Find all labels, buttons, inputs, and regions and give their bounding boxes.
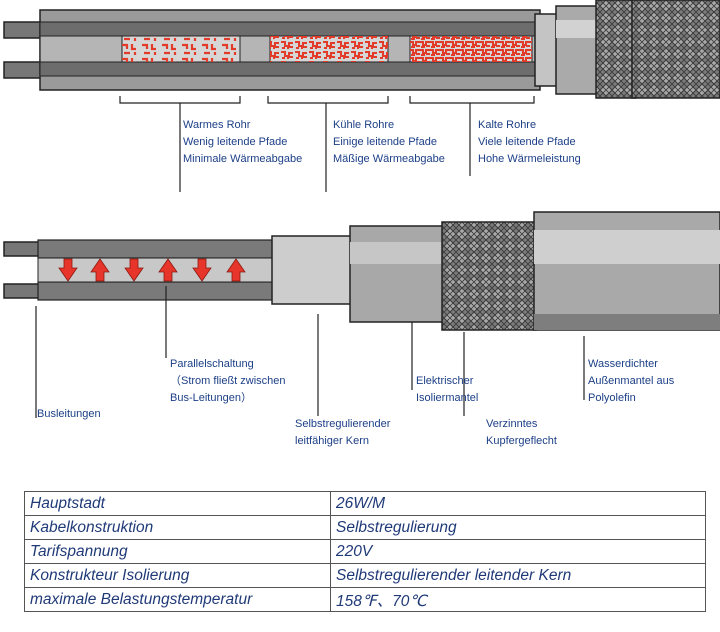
spec-label: Hauptstadt <box>24 491 331 516</box>
top-outer-layer-1 <box>534 13 560 87</box>
label-conductive-core-line-1: Selbstregulierender <box>295 418 391 430</box>
label-conductive-core: Selbstregulierender leitfähiger Kern <box>295 416 390 450</box>
arrow-up-icon <box>90 258 110 282</box>
self-regulating-core <box>271 235 353 305</box>
label-copper-braid: Verzinntes Kupfergeflecht <box>486 416 557 450</box>
label-outer-sheath: Wasserdichter Außenmantel aus Polyolefin <box>588 356 674 407</box>
label-cold-pipe-line-2: Viele leitende Pfade <box>478 136 576 148</box>
top-braid <box>595 0 637 99</box>
label-outer-sheath-line-3: Polyolefin <box>588 392 636 404</box>
label-warm-pipe-line-1: Warmes Rohr <box>183 119 251 131</box>
label-cold-pipe-line-3: Hohe Wärmeleistung <box>478 153 581 165</box>
label-cool-pipe-line-2: Einige leitende Pfade <box>333 136 437 148</box>
label-insulation-jacket-line-1: Elektrischer <box>416 375 474 387</box>
spec-value: 26W/M <box>330 491 706 516</box>
label-cold-pipe-line-1: Kalte Rohre <box>478 119 537 131</box>
top-brackets <box>119 96 535 192</box>
label-cool-pipe-line-3: Mäßige Wärmeabgabe <box>333 153 445 165</box>
bottom-cable <box>3 211 720 331</box>
spec-row: maximale Belastungstemperatur 158℉、70℃ <box>24 587 706 612</box>
spec-value: Selbstregulierung <box>330 515 706 540</box>
label-outer-sheath-line-1: Wasserdichter <box>588 358 658 370</box>
bus-wire-ends-bottom <box>3 241 45 299</box>
spec-row: Kabelkonstruktion Selbstregulierung <box>24 515 706 540</box>
spec-label: maximale Belastungstemperatur <box>24 587 331 612</box>
top-outer-sheath <box>631 0 720 99</box>
arrow-down-icon <box>58 258 78 282</box>
polyolefin-outer-sheath <box>533 211 720 331</box>
label-parallel-circuit-line-1: Parallelschaltung <box>170 358 254 370</box>
arrow-down-icon <box>192 258 212 282</box>
spec-value: Selbstregulierender leitender Kern <box>330 563 706 588</box>
arrow-down-icon <box>124 258 144 282</box>
spec-label: Tarifspannung <box>24 539 331 564</box>
label-parallel-circuit-line-2: （Strom fließt zwischen <box>170 375 286 387</box>
bottom-leader-lines <box>35 286 585 418</box>
bus-wire-upper <box>37 239 275 259</box>
bus-wire-ends-top <box>3 21 45 79</box>
label-copper-braid-line-1: Verzinntes <box>486 418 538 430</box>
label-parallel-circuit: Parallelschaltung （Strom fließt zwischen… <box>170 356 286 407</box>
label-parallel-circuit-line-3: Bus-Leitungen） <box>170 392 252 404</box>
spec-row: Tarifspannung 220V <box>24 539 706 564</box>
label-outer-sheath-line-2: Außenmantel aus <box>588 375 675 387</box>
label-warm-pipe: Warmes Rohr Wenig leitende Pfade Minimal… <box>183 117 302 168</box>
current-flow-arrows <box>58 258 246 282</box>
spec-label: Kabelkonstruktion <box>24 515 331 540</box>
label-copper-braid-line-2: Kupfergeflecht <box>486 435 557 447</box>
label-insulation-jacket-line-2: Isoliermantel <box>416 392 479 404</box>
spec-label: Konstrukteur Isolierung <box>24 563 331 588</box>
spec-value: 158℉、70℃ <box>330 587 706 612</box>
spec-table-body: Hauptstadt 26W/M Kabelkonstruktion Selbs… <box>24 491 706 612</box>
label-bus-wires-line-1: Busleitungen <box>37 408 101 420</box>
label-warm-pipe-line-2: Wenig leitende Pfade <box>183 136 288 148</box>
label-bus-wires: Busleitungen <box>37 406 101 423</box>
label-cool-pipe: Kühle Rohre Einige leitende Pfade Mäßige… <box>333 117 445 168</box>
label-cold-pipe: Kalte Rohre Viele leitende Pfade Hohe Wä… <box>478 117 581 168</box>
top-outer-layer-2 <box>555 5 599 95</box>
insulation-jacket <box>349 225 445 323</box>
label-cool-pipe-line-1: Kühle Rohre <box>333 119 395 131</box>
arrow-up-icon <box>226 258 246 282</box>
label-insulation-jacket: Elektrischer Isoliermantel <box>416 373 478 407</box>
bus-wire-lower <box>37 281 275 301</box>
tinned-copper-braid <box>441 221 537 331</box>
spec-row: Hauptstadt 26W/M <box>24 491 706 516</box>
arrow-up-icon <box>158 258 178 282</box>
spec-row: Konstrukteur Isolierung Selbstregulieren… <box>24 563 706 588</box>
label-conductive-core-line-2: leitfähiger Kern <box>295 435 369 447</box>
spec-table: Hauptstadt 26W/M Kabelkonstruktion Selbs… <box>24 491 706 612</box>
spec-value: 220V <box>330 539 706 564</box>
label-warm-pipe-line-3: Minimale Wärmeabgabe <box>183 153 303 165</box>
top-cable <box>3 0 720 99</box>
